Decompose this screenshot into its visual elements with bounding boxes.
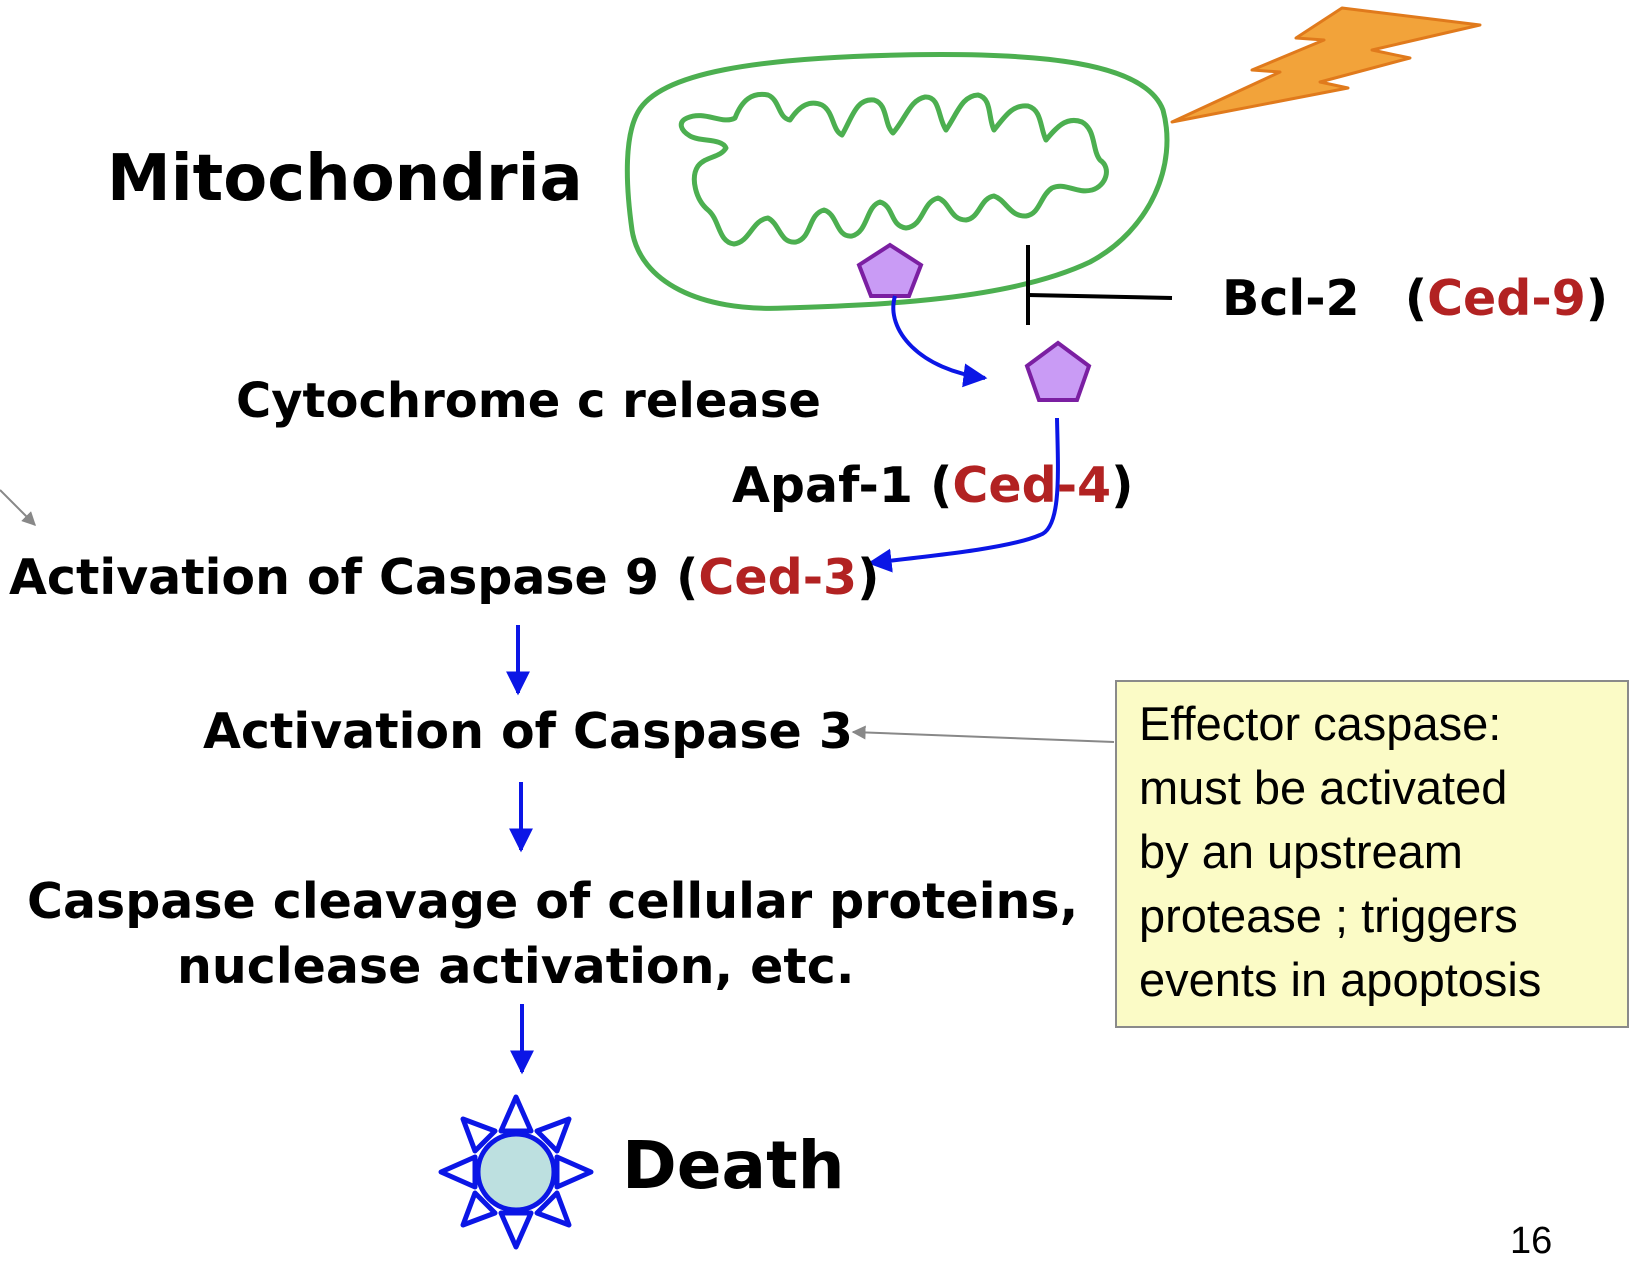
pentagon-icon (856, 242, 924, 298)
incoming-pathway-arrow (0, 489, 36, 526)
apaf1-name: Apaf-1 (732, 457, 913, 514)
bcl2-inhibition-line (1027, 293, 1173, 300)
lightning-bolt-icon (1170, 6, 1482, 124)
bcl2-open-paren: ( (1405, 270, 1427, 327)
death-label: Death (622, 1127, 845, 1204)
apaf1-activation-arrow (867, 417, 1060, 573)
caspase9-name: Activation of Caspase 9 (9, 549, 659, 606)
caspase9-close-paren: ) (857, 549, 879, 606)
cytochrome-release-label: Cytochrome c release (236, 373, 821, 429)
callout-pointer-arrow (851, 725, 1115, 743)
mitochondria-label: Mitochondria (107, 142, 583, 216)
callout-line: protease ; triggers (1139, 889, 1518, 942)
mitochondria-outer-membrane (624, 52, 1170, 311)
effector-caspase-callout: Effector caspase: must be activated by a… (1115, 680, 1629, 1028)
pentagon-icon (1024, 340, 1092, 402)
callout-line: events in apoptosis (1139, 953, 1542, 1006)
caspase9-label: Activation of Caspase 9 (Ced-3) (9, 549, 880, 606)
caspase9-open-paren: ( (659, 549, 698, 606)
apaf1-open-paren: ( (913, 457, 952, 514)
bcl2-close-paren: ) (1586, 270, 1608, 327)
ced4-label: Ced-4 (952, 457, 1111, 514)
ced9-label: Ced-9 (1427, 270, 1586, 327)
apaf1-label: Apaf-1 (Ced-4) (732, 457, 1134, 514)
cleavage-label-line2: nuclease activation, etc. (177, 938, 854, 995)
cleavage-label-line1: Caspase cleavage of cellular proteins, (27, 873, 1078, 930)
callout-line: by an upstream (1139, 825, 1463, 878)
callout-line: Effector caspase: (1139, 697, 1502, 750)
bcl2-label: Bcl-2 (Ced-9) (1222, 270, 1608, 327)
starburst-icon (438, 1094, 594, 1250)
apaf1-close-paren: ) (1111, 457, 1133, 514)
cytochrome-release-arrow (891, 295, 988, 388)
ced3-label: Ced-3 (698, 549, 857, 606)
caspase3-label: Activation of Caspase 3 (203, 703, 853, 760)
callout-line: must be activated (1139, 761, 1508, 814)
bcl2-name: Bcl-2 (1222, 270, 1360, 327)
mitochondria-cristae (678, 91, 1109, 247)
page-number: 16 (1510, 1220, 1553, 1262)
